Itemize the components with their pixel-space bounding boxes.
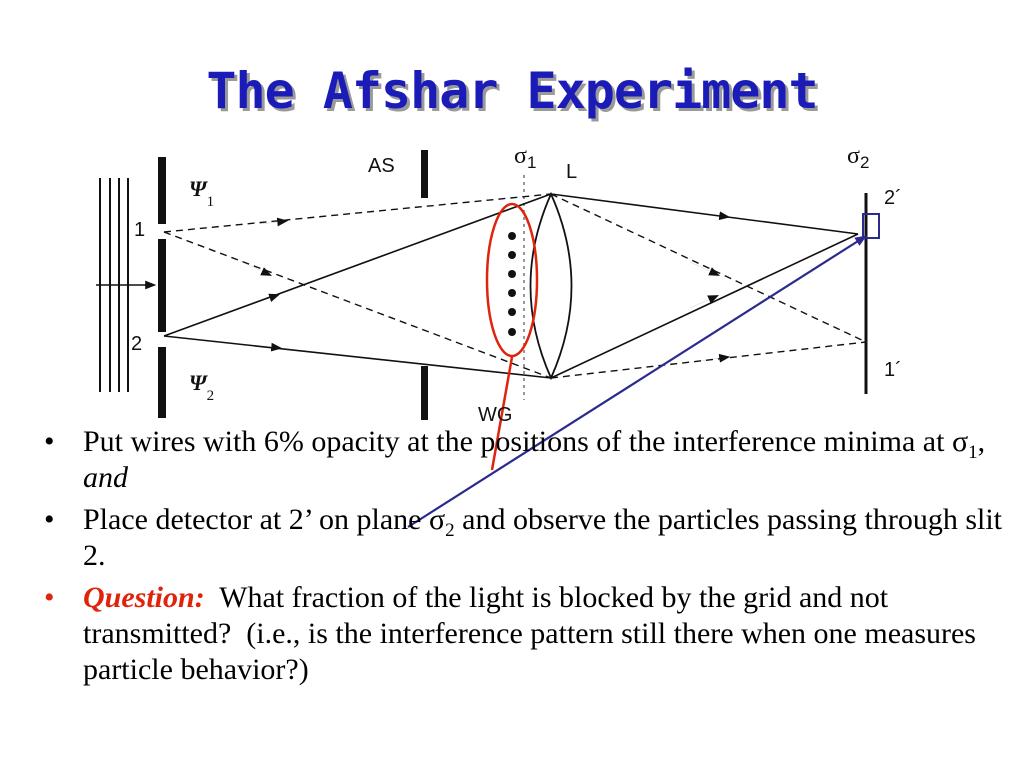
- wire-grid-pointer: [490, 356, 514, 471]
- double-slit-barrier: [158, 157, 166, 418]
- bullet-2-symbol: σ: [428, 503, 446, 536]
- bullet-1-punct: ,: [977, 425, 986, 458]
- sigma-1-label: σ1: [514, 143, 536, 172]
- bullet-list: • Put wires with 6% opacity at the posit…: [44, 424, 1004, 694]
- bullet-item-detector: • Place detector at 2’ on plane σ2 and o…: [44, 502, 1004, 574]
- ray-arrowheads: [239, 211, 731, 363]
- bullet-1-and: and: [83, 461, 128, 494]
- image-1-prime-label: 1´: [884, 359, 902, 381]
- bullet-2-text: Place detector at 2’ on plane: [83, 503, 429, 536]
- psi-2-label: Ψ2: [189, 370, 214, 404]
- aperture-stop: [421, 150, 428, 420]
- bullet-2-subscript: 2: [445, 520, 455, 541]
- wire-grid: [508, 232, 516, 336]
- slit-1-label: 1: [134, 219, 145, 241]
- solid-rays: [163, 193, 859, 379]
- bullet-2-text-after: and observe the particles passing throug…: [83, 503, 1003, 572]
- wire-grid-label: WG: [478, 404, 512, 426]
- question-text: What fraction of the light is blocked by…: [83, 581, 984, 686]
- wire-grid-highlight: [485, 202, 539, 358]
- bullet-1-text: Put wires with 6% opacity at the positio…: [83, 425, 952, 458]
- bullet-item-wires: • Put wires with 6% opacity at the posit…: [44, 424, 1004, 496]
- image-2-prime-label: 2´: [884, 187, 902, 209]
- bullet-dot: •: [44, 425, 55, 458]
- bullet-dot: •: [44, 581, 55, 614]
- detector-pointer: [407, 235, 868, 528]
- detector: [862, 213, 880, 239]
- sigma-2-label: σ2: [847, 143, 869, 172]
- lens-label: L: [566, 161, 577, 183]
- bullet-1-subscript: 1: [968, 442, 978, 463]
- slit-2-label: 2: [131, 333, 142, 355]
- bullet-dot: •: [44, 503, 55, 536]
- slide-title: The Afshar Experiment: [206, 62, 818, 120]
- aperture-stop-label: AS: [368, 155, 395, 177]
- bullet-1-symbol: σ: [951, 425, 969, 458]
- question-label: Question:: [83, 581, 205, 614]
- lens: [529, 191, 573, 381]
- bullet-item-question: • Question: What fraction of the light i…: [44, 580, 1004, 688]
- psi-1-label: Ψ1: [189, 176, 214, 210]
